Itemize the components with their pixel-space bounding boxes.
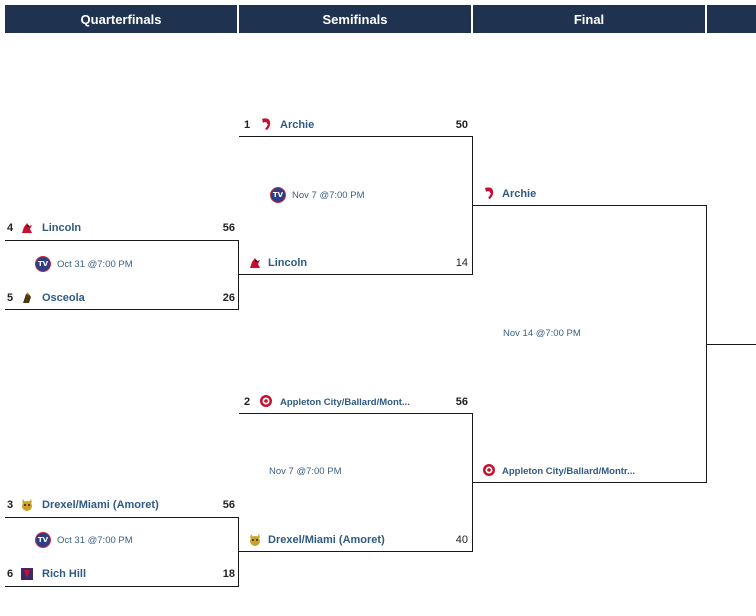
champion-line bbox=[706, 344, 756, 345]
tv-icon: TV bbox=[270, 187, 286, 203]
tv-icon: TV bbox=[35, 256, 51, 272]
sf1-connector bbox=[472, 136, 473, 275]
qf1-bottom-line bbox=[5, 309, 238, 310]
sf2-connector bbox=[472, 413, 473, 552]
qf1-top-seed: 4 bbox=[7, 222, 14, 234]
qf2-game-info[interactable]: TV Oct 31 @7:00 PM bbox=[35, 532, 133, 548]
cardinal-icon bbox=[22, 223, 32, 233]
sf2-bottom-line bbox=[239, 551, 473, 552]
qf1-game-time: Oct 31 @7:00 PM bbox=[57, 258, 133, 270]
qf2-bottom-team[interactable]: Rich Hill bbox=[42, 568, 87, 580]
qf1-bottom-score: 26 bbox=[222, 292, 235, 304]
header-next-round bbox=[707, 5, 756, 33]
qf2-bottom-seed: 6 bbox=[7, 568, 14, 580]
final-top-team[interactable]: Archie bbox=[502, 188, 537, 200]
qf1-top-line bbox=[5, 240, 238, 241]
qf1-game-info[interactable]: TV Oct 31 @7:00 PM bbox=[35, 256, 133, 272]
header-semifinals: Semifinals bbox=[239, 5, 471, 33]
rich-hill-icon bbox=[21, 568, 33, 580]
sf1-top-line bbox=[239, 136, 473, 137]
tv-icon: TV bbox=[35, 532, 51, 548]
archie-icon bbox=[262, 118, 271, 130]
qf2-game-time: Oct 31 @7:00 PM bbox=[57, 534, 133, 546]
qf2-top-line bbox=[5, 517, 238, 518]
appleton-icon bbox=[260, 395, 272, 407]
final-game-info[interactable]: Nov 14 @7:00 PM bbox=[503, 328, 581, 339]
qf2-top-seed: 3 bbox=[7, 499, 14, 511]
final-bottom-team[interactable]: Appleton City/Ballard/Montr... bbox=[502, 466, 636, 477]
qf1-connector bbox=[238, 240, 239, 310]
archie-icon bbox=[485, 187, 494, 199]
final-top-line bbox=[473, 205, 707, 206]
sf1-top-score: 50 bbox=[455, 119, 468, 131]
sf2-top-line bbox=[239, 413, 473, 414]
header-quarterfinals: Quarterfinals bbox=[5, 5, 237, 33]
cardinal-icon bbox=[250, 258, 260, 268]
sf2-top-score: 56 bbox=[455, 396, 468, 408]
sf1-game-time: Nov 7 @7:00 PM bbox=[292, 189, 365, 201]
sf2-top-seed: 2 bbox=[244, 396, 251, 408]
appleton-icon bbox=[483, 464, 495, 476]
sf2-game-time: Nov 7 @7:00 PM bbox=[269, 466, 342, 477]
final-game-time: Nov 14 @7:00 PM bbox=[503, 328, 581, 339]
qf1-bottom-team[interactable]: Osceola bbox=[42, 292, 85, 304]
sf1-bottom-score: 14 bbox=[455, 257, 468, 269]
qf2-top-team[interactable]: Drexel/Miami (Amoret) bbox=[42, 499, 159, 511]
bobcat-icon bbox=[250, 534, 260, 546]
qf1-top-score: 56 bbox=[222, 222, 235, 234]
header-final: Final bbox=[473, 5, 705, 33]
qf1-top-team[interactable]: Lincoln bbox=[42, 222, 82, 234]
qf1-bottom-seed: 5 bbox=[7, 292, 14, 304]
sf2-top-team[interactable]: Appleton City/Ballard/Mont... bbox=[280, 397, 410, 408]
sf2-bottom-score: 40 bbox=[455, 534, 468, 546]
sf1-top-team[interactable]: Archie bbox=[280, 119, 315, 131]
qf2-connector bbox=[238, 517, 239, 587]
sf2-game-info[interactable]: Nov 7 @7:00 PM bbox=[269, 466, 341, 477]
sf1-bottom-team[interactable]: Lincoln bbox=[268, 257, 308, 269]
bobcat-icon bbox=[22, 499, 32, 511]
final-bottom-line bbox=[473, 482, 707, 483]
qf2-bottom-line bbox=[5, 586, 238, 587]
sf1-game-info[interactable]: TV Nov 7 @7:00 PM bbox=[270, 187, 364, 203]
warrior-icon bbox=[23, 292, 31, 303]
qf2-bottom-score: 18 bbox=[222, 568, 235, 580]
sf2-bottom-team[interactable]: Drexel/Miami (Amoret) bbox=[268, 534, 385, 546]
qf2-top-score: 56 bbox=[222, 499, 235, 511]
sf1-top-seed: 1 bbox=[244, 119, 251, 131]
sf1-bottom-line bbox=[239, 274, 473, 275]
